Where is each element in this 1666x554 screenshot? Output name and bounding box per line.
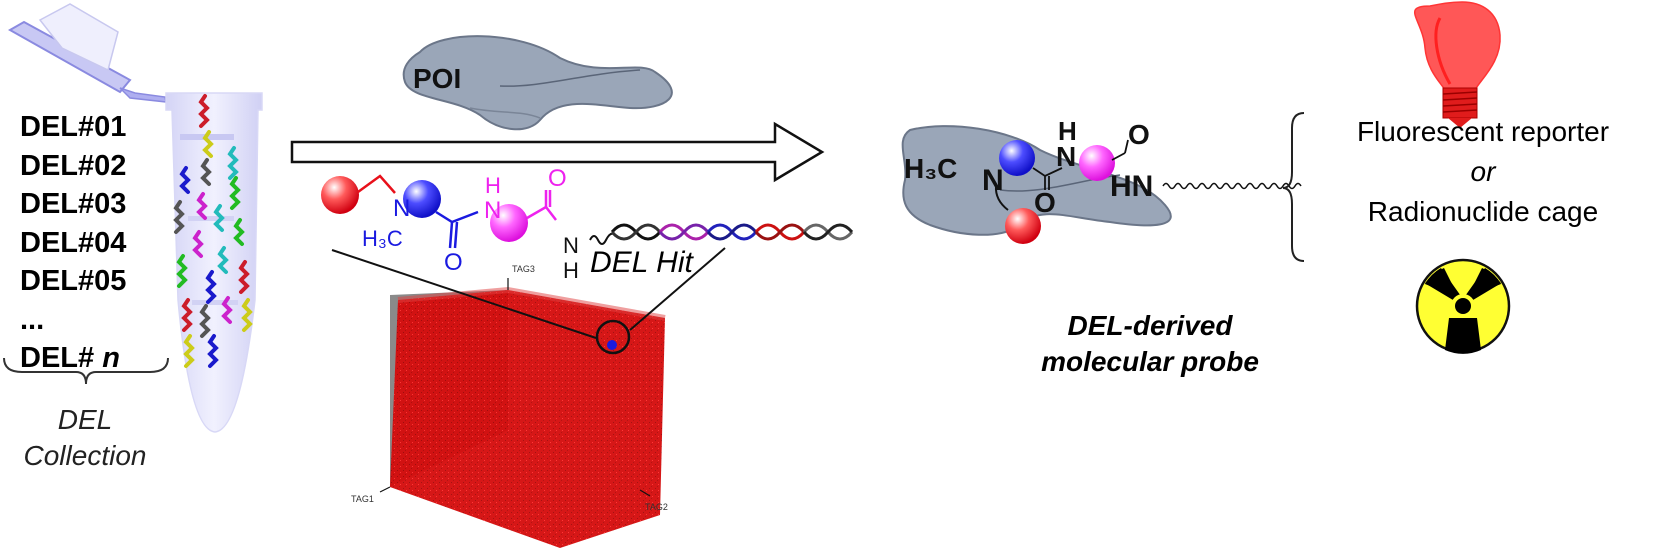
probe-caption-line1: DEL-derived [1067, 310, 1233, 341]
del-library-ellipsis: ... [20, 303, 45, 336]
del-library-list: DEL#01 DEL#02 DEL#03 DEL#04 DEL#05 ... D… [20, 108, 126, 378]
probe-block-magenta [1079, 145, 1115, 181]
tube-lid [7, 3, 167, 103]
del-collection-caption: DEL Collection [0, 402, 170, 474]
building-block-magenta [490, 204, 528, 242]
probe-protein-icon [901, 125, 1172, 236]
chem-h-amide: H [563, 258, 579, 283]
probe-chem-nh-n: N [1056, 141, 1076, 172]
del-library-item: DEL#03 [20, 188, 127, 220]
protein-poi-icon [402, 35, 673, 131]
probe-options: Fluorescent reporter or Radionuclide cag… [1300, 112, 1666, 232]
chem-nh-h: H [485, 173, 501, 198]
chem-o1: O [444, 249, 463, 276]
del-library-item: DEL#04 [20, 226, 127, 259]
probe-chem-h3c: H₃C [904, 153, 957, 184]
axis-label-tag2: TAG2 [645, 502, 668, 512]
probe-chem-nh-h: H [1058, 116, 1077, 146]
poi-label: POI [413, 63, 461, 94]
dna-strands [173, 94, 253, 368]
del-library-item: DEL#01 [20, 111, 127, 143]
chem-o2: O [548, 165, 567, 192]
option-or: or [1470, 156, 1496, 187]
dna-tag-icon [589, 223, 854, 245]
probe-chem-o-bottom: O [1034, 187, 1056, 218]
del-hit-label: DEL Hit [590, 246, 693, 279]
option-fluorescent-reporter: Fluorescent reporter [1356, 116, 1610, 147]
collection-brace [3, 357, 169, 385]
del-library-item-n: DEL# n [20, 342, 120, 374]
probe-block-red [1005, 208, 1041, 244]
chemical-space-cube [379, 278, 666, 548]
probe-chem-n: N [982, 164, 1004, 197]
axis-label-tag1: TAG1 [351, 494, 374, 504]
del-library-item: DEL#02 [20, 149, 127, 182]
chem-n-amide: N [563, 233, 579, 258]
probe-block-blue [999, 140, 1035, 176]
probe-chem-o-top: O [1128, 119, 1150, 150]
options-brace [1282, 112, 1305, 262]
process-arrow [290, 121, 825, 183]
axis-label-tag3: TAG3 [512, 264, 535, 274]
del-hit-molecule [321, 174, 557, 249]
linker-wavy-line [1162, 182, 1302, 190]
building-block-blue [403, 180, 441, 218]
lightbulb-icon [1413, 1, 1501, 128]
probe-caption: DEL-derived molecular probe [1000, 308, 1300, 380]
del-collection-caption-line2: Collection [23, 440, 147, 471]
eppendorf-tube-icon [7, 3, 263, 433]
radiation-icon [1415, 258, 1511, 354]
option-radionuclide-cage: Radionuclide cage [1367, 196, 1599, 227]
chem-n-methyl: N [393, 195, 410, 222]
hit-highlight-circle [595, 319, 631, 355]
chem-h3c: H₃C [362, 226, 403, 251]
chem-nh-n: N [484, 197, 501, 224]
zoom-line-left [331, 249, 597, 339]
building-block-red [321, 176, 359, 214]
zoom-line-right [629, 247, 726, 331]
del-library-item: DEL#05 [20, 265, 127, 297]
probe-chem-hn: HN [1110, 170, 1153, 203]
tube-mark [188, 216, 234, 221]
tube-mark [192, 300, 238, 305]
del-collection-caption-line1: DEL [57, 404, 113, 435]
probe-caption-line2: molecular probe [1041, 346, 1259, 377]
hit-point [607, 340, 617, 350]
